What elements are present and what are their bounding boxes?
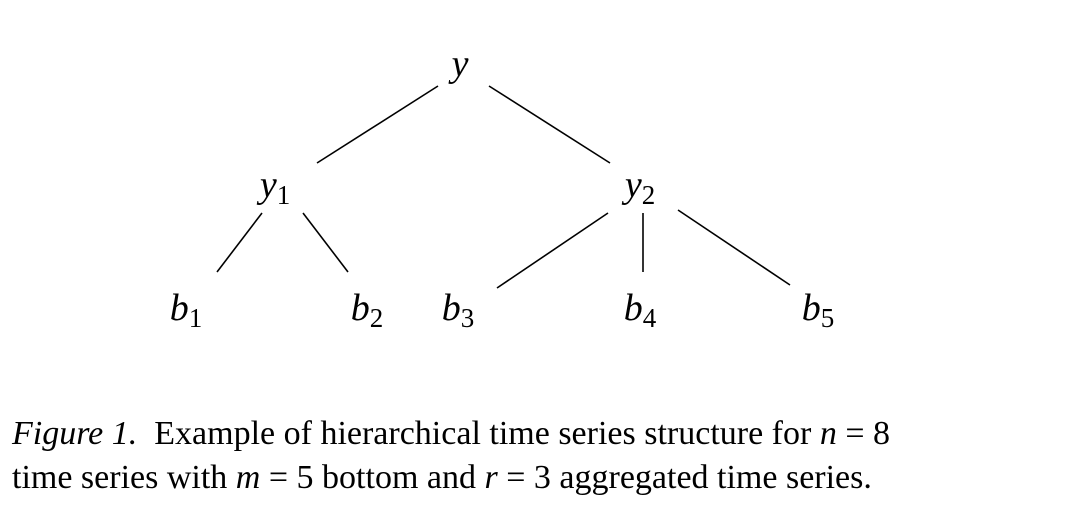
node-b2: b2 bbox=[351, 287, 384, 333]
edge-y-y2 bbox=[488, 85, 611, 164]
edge-y2-b5 bbox=[677, 209, 791, 286]
node-y: y bbox=[448, 43, 469, 85]
edge-y1-b2 bbox=[302, 212, 349, 273]
edge-y-y1 bbox=[316, 85, 439, 164]
caption-var-n: n bbox=[819, 415, 837, 452]
caption-eq-r: = 3 bbox=[506, 459, 551, 496]
caption-text-4: aggregated time series. bbox=[559, 459, 872, 496]
edge-y2-b3 bbox=[496, 212, 609, 289]
node-y1: y1 bbox=[256, 164, 290, 210]
hierarchy-nodes: y y1 y2 b1 b2 b3 b4 b5 bbox=[170, 43, 835, 333]
node-b5: b5 bbox=[802, 287, 835, 333]
node-b3: b3 bbox=[442, 287, 475, 333]
node-y2: y2 bbox=[621, 164, 655, 210]
caption-var-m: m bbox=[235, 459, 261, 496]
node-b1: b1 bbox=[170, 287, 203, 333]
caption-line-1: Figure 1. Example of hierarchical time s… bbox=[12, 412, 1072, 456]
caption-text-2: time series with bbox=[12, 459, 228, 496]
figure-caption: Figure 1. Example of hierarchical time s… bbox=[12, 412, 1072, 500]
hierarchy-edges bbox=[216, 85, 791, 289]
node-b4: b4 bbox=[624, 287, 657, 333]
caption-line-2: time series with m = 5 bottom and r = 3 … bbox=[12, 456, 1072, 500]
caption-eq-n: = 8 bbox=[845, 415, 891, 452]
edge-y1-b1 bbox=[216, 212, 263, 273]
caption-text-1: Example of hierarchical time series stru… bbox=[154, 415, 812, 452]
caption-var-r: r bbox=[484, 459, 498, 496]
caption-eq-m: = 5 bbox=[268, 459, 314, 496]
caption-label: Figure 1. bbox=[12, 415, 138, 452]
caption-text-3: bottom and bbox=[322, 459, 476, 496]
